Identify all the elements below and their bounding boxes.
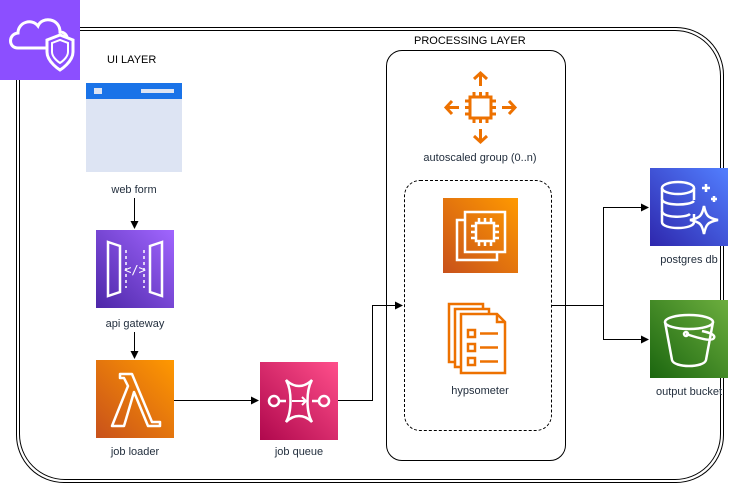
- autoscaling-label: autoscaled group (0..n): [423, 152, 537, 164]
- cloud-group-border: [16, 27, 724, 483]
- sqs-queue-icon[interactable]: [260, 362, 338, 440]
- processing-layer-title: PROCESSING LAYER: [414, 35, 526, 47]
- hypsometer-label: hypsometer: [451, 385, 509, 397]
- job-loader-label: job loader: [110, 446, 160, 458]
- autoscaled-group-box: [404, 180, 552, 431]
- lambda-icon[interactable]: [96, 360, 174, 438]
- web-form-label: web form: [111, 184, 157, 196]
- ui-layer-title: UI LAYER: [107, 54, 157, 66]
- svg-text:</>: </>: [124, 263, 146, 277]
- aws-cloud-shield-icon: [0, 0, 80, 80]
- edge-processing-to-bucket: [552, 305, 649, 344]
- postgres-db-label: postgres db: [660, 254, 718, 266]
- edge-queue-to-processing: [338, 301, 403, 401]
- api-gateway-icon[interactable]: </>: [96, 230, 174, 308]
- batch-jobs-icon[interactable]: [443, 300, 518, 375]
- edge-processing-to-postgres: [552, 203, 649, 306]
- output-bucket-label: output bucket: [655, 386, 723, 398]
- ec2-instances-icon[interactable]: [443, 198, 518, 273]
- cloud-group-inner-border: [19, 30, 721, 480]
- s3-bucket-icon[interactable]: [650, 300, 728, 378]
- aurora-database-icon[interactable]: [650, 168, 728, 246]
- web-form-icon[interactable]: [86, 83, 182, 172]
- processing-layer-box: [386, 50, 566, 461]
- api-gateway-label: api gateway: [105, 318, 165, 330]
- autoscaling-icon[interactable]: [443, 70, 518, 145]
- job-queue-label: job queue: [274, 446, 324, 458]
